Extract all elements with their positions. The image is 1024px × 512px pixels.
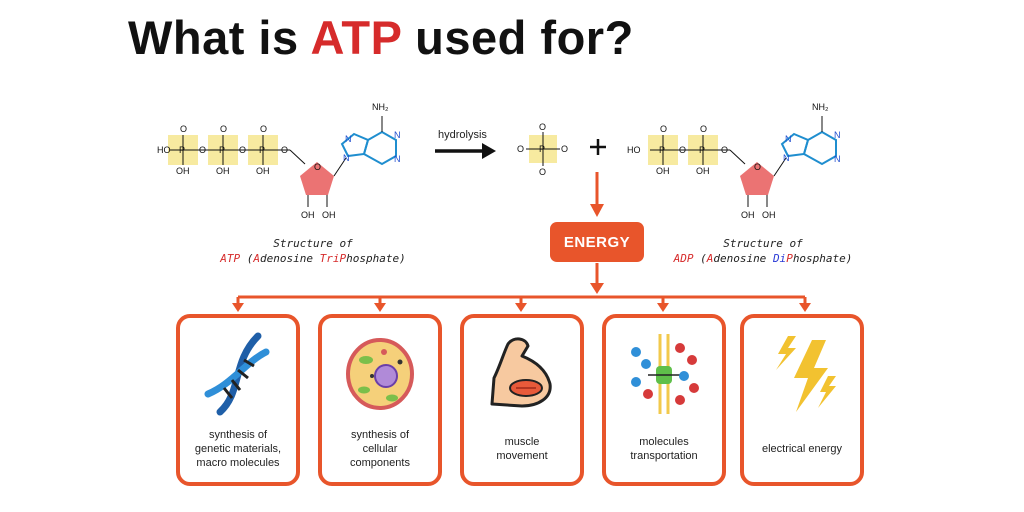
atp-adenine: N N N N NH₂ xyxy=(333,102,401,177)
svg-text:O: O xyxy=(180,124,187,134)
atp-molecule: HO P O P O P O O O O OH OH OH O OH OH xyxy=(157,102,401,220)
adp-ribose: O OH OH xyxy=(729,149,776,220)
title-highlight: ATP xyxy=(310,11,402,64)
svg-text:O: O xyxy=(281,145,288,155)
arrow-to-energy xyxy=(590,172,604,217)
svg-text:N: N xyxy=(783,153,790,163)
svg-text:N: N xyxy=(834,154,841,164)
svg-text:OH: OH xyxy=(176,166,190,176)
svg-text:O: O xyxy=(754,162,761,172)
svg-text:O: O xyxy=(260,124,267,134)
svg-text:N: N xyxy=(343,153,350,163)
svg-text:O: O xyxy=(539,167,546,177)
svg-text:OH: OH xyxy=(762,210,776,220)
svg-text:O: O xyxy=(199,145,206,155)
svg-text:N: N xyxy=(394,130,401,140)
adp-molecule: HO P O P O O O OH OH O OH OH N N N N xyxy=(627,102,841,220)
svg-text:OH: OH xyxy=(301,210,315,220)
svg-text:O: O xyxy=(220,124,227,134)
svg-text:N: N xyxy=(785,134,792,144)
svg-text:HO: HO xyxy=(157,145,171,155)
use-card-electrical: electrical energy xyxy=(740,314,864,486)
svg-text:HO: HO xyxy=(627,145,641,155)
hydrolysis-label: hydrolysis xyxy=(438,129,487,141)
svg-text:OH: OH xyxy=(696,166,710,176)
branch-arrows xyxy=(232,297,811,312)
free-phosphate: P O O O O xyxy=(517,122,568,177)
plus-sign xyxy=(590,139,606,155)
svg-text:O: O xyxy=(561,144,568,154)
arrow-energy-down xyxy=(590,263,604,294)
atp-phosphate-groups: HO P O P O P O O O O OH OH OH xyxy=(157,124,290,176)
svg-text:NH₂: NH₂ xyxy=(812,102,829,112)
svg-text:OH: OH xyxy=(256,166,270,176)
page-title: What is ATP used for? xyxy=(128,11,634,64)
svg-text:OH: OH xyxy=(741,210,755,220)
muscle-icon xyxy=(490,337,552,408)
svg-text:NH₂: NH₂ xyxy=(372,102,389,112)
svg-text:P: P xyxy=(539,144,545,154)
adp-caption: Structure of ADP (Adenosine DiPhosphate) xyxy=(673,237,853,265)
svg-text:P: P xyxy=(259,145,265,155)
svg-text:P: P xyxy=(179,145,185,155)
atp-caption: Structure of ATP (Adenosine TriPhosphate… xyxy=(220,237,406,265)
svg-text:N: N xyxy=(834,130,841,140)
svg-text:O: O xyxy=(700,124,707,134)
svg-text:P: P xyxy=(659,145,665,155)
svg-text:OH: OH xyxy=(656,166,670,176)
svg-text:O: O xyxy=(314,162,321,172)
svg-text:N: N xyxy=(345,134,352,144)
atp-ribose: O OH OH xyxy=(289,149,336,220)
svg-text:OH: OH xyxy=(322,210,336,220)
svg-text:O: O xyxy=(517,144,524,154)
cell-icon xyxy=(346,338,414,410)
svg-text:P: P xyxy=(699,145,705,155)
svg-text:O: O xyxy=(721,145,728,155)
svg-text:O: O xyxy=(539,122,546,132)
svg-text:O: O xyxy=(239,145,246,155)
svg-text:P: P xyxy=(219,145,225,155)
svg-text:O: O xyxy=(679,145,686,155)
svg-text:N: N xyxy=(394,154,401,164)
membrane-transport-icon xyxy=(631,334,699,414)
hydrolysis-arrow xyxy=(435,143,496,159)
adp-phosphate-groups: HO P O P O O O OH OH xyxy=(627,124,730,176)
svg-text:OH: OH xyxy=(216,166,230,176)
adp-adenine: N N N N NH₂ xyxy=(773,102,841,177)
svg-text:O: O xyxy=(660,124,667,134)
use-label: electrical energy xyxy=(761,443,843,455)
energy-box: ENERGY xyxy=(550,222,644,262)
dna-icon xyxy=(204,332,270,416)
lightning-icon xyxy=(776,336,836,412)
